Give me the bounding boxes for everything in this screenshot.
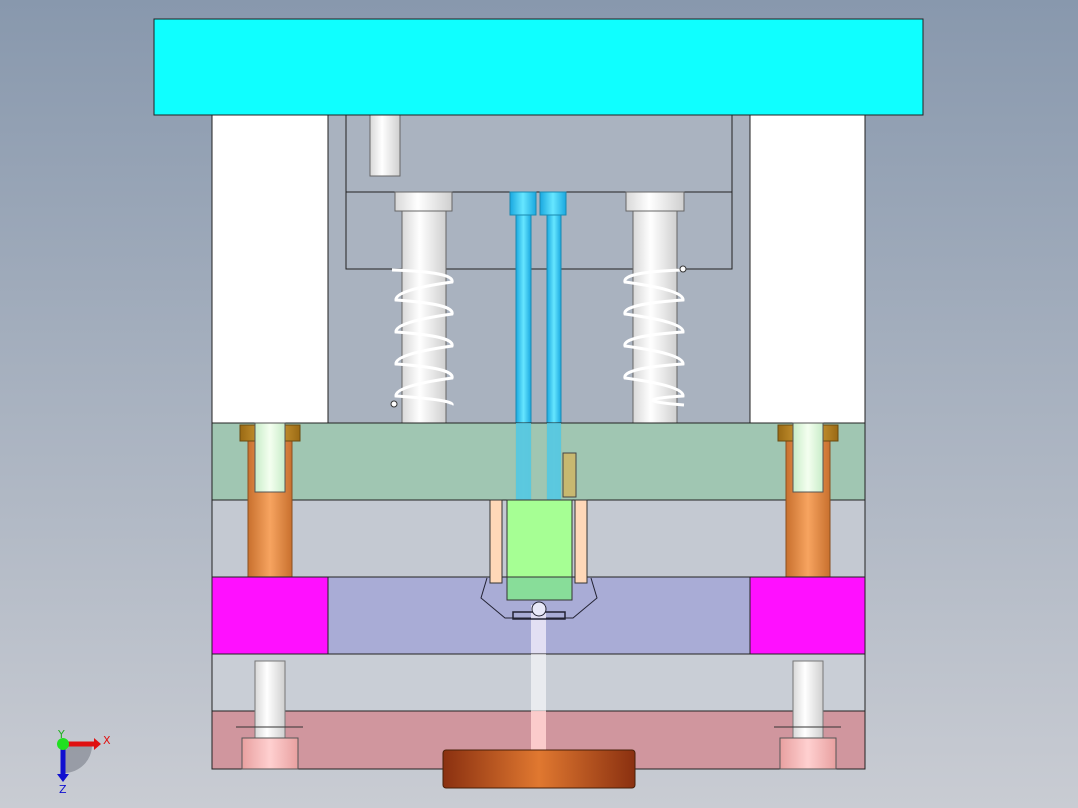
left-guide-bush[interactable] [239, 422, 301, 578]
right-guide-bush[interactable] [777, 422, 839, 578]
x-axis-label: X [103, 734, 111, 747]
left-spring [390, 268, 454, 408]
right-slider[interactable] [574, 499, 588, 584]
stop-block [562, 452, 577, 498]
left-side-insert[interactable] [211, 576, 329, 655]
pin-left-overlay [516, 423, 531, 500]
left-support-block[interactable] [211, 114, 329, 424]
ejector-retainer-plate[interactable] [345, 114, 733, 193]
sprue-ball [531, 601, 547, 617]
pin-right-overlay [547, 423, 561, 500]
left-slider[interactable] [489, 499, 503, 584]
runner-bottom [531, 711, 546, 750]
right-spring [623, 265, 687, 407]
top-clamp-plate[interactable] [153, 18, 924, 116]
right-screw[interactable] [774, 660, 841, 770]
right-side-insert[interactable] [749, 576, 866, 655]
y-axis-label: Y [57, 728, 65, 741]
return-pin-top[interactable] [369, 114, 401, 177]
axis-triad[interactable]: X Y Z [57, 728, 111, 796]
locating-ring[interactable] [442, 749, 636, 789]
right-support-block[interactable] [749, 114, 866, 424]
core-insert-lower [506, 576, 573, 601]
z-axis-label: Z [59, 783, 67, 796]
triad-shadow [64, 745, 92, 773]
left-screw[interactable] [236, 660, 303, 770]
y-axis-dot [57, 738, 69, 750]
stripper-plate[interactable] [211, 422, 866, 501]
